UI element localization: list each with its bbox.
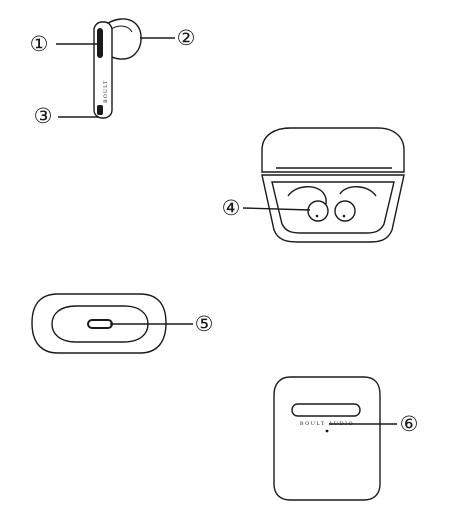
case-earbud-right [339, 186, 377, 197]
case-earbud-right-dot [342, 214, 346, 218]
callout-5: ⑤ [195, 312, 214, 336]
closed-case-illustration: BOULT AUDIO [273, 376, 397, 501]
case-earbud-left-tip [307, 200, 329, 222]
open-case-illustration [242, 127, 405, 243]
case-cavity [271, 181, 395, 234]
leader-4 [242, 207, 311, 211]
callout-3: ③ [34, 104, 53, 128]
callout-labels: ① ② ③ ④ ⑤ ⑥ [30, 26, 419, 436]
callout-2: ② [177, 26, 196, 50]
case-earbud-right-tip [334, 200, 356, 222]
case-brand-text: BOULT AUDIO [300, 421, 354, 427]
case-base [261, 174, 405, 243]
case-bottom-illustration [31, 293, 193, 354]
touch-panel [97, 28, 103, 58]
case-bottom-outer [31, 293, 167, 354]
case-bottom-inner [51, 305, 149, 343]
case-lid [261, 127, 405, 173]
closed-case-body [273, 376, 381, 501]
case-earbud-left-dot [315, 214, 319, 218]
earbud-brand-text: BOULT [103, 80, 109, 103]
callout-6: ⑥ [400, 412, 419, 436]
callout-1: ① [30, 32, 49, 56]
charging-contact [97, 105, 103, 115]
callout-4: ④ [222, 196, 241, 220]
led-indicator [325, 429, 329, 433]
earbud-illustration: BOULT [56, 18, 175, 119]
closed-case-lid-line [291, 403, 361, 417]
